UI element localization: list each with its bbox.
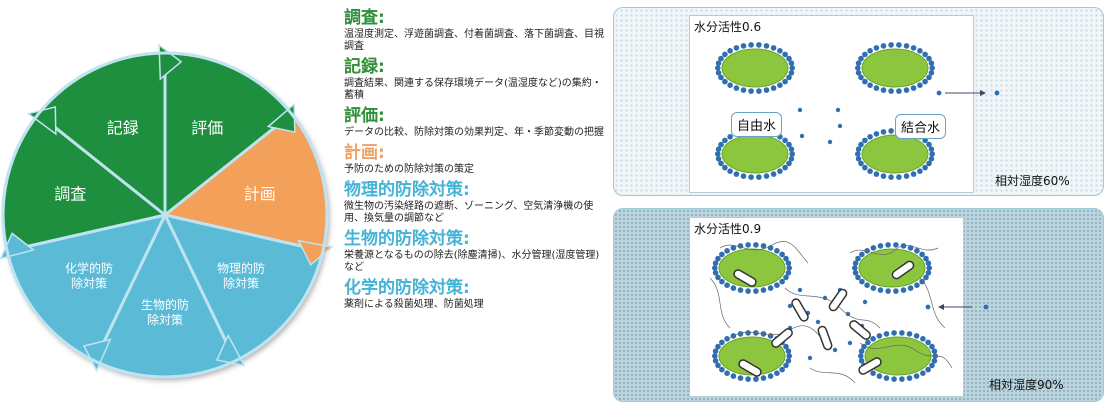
legend-entry-physical: 物理的防除対策: 微生物の汚染経路の遮断、ゾーニング、空気清浄機の使用、換気量の… bbox=[344, 180, 606, 225]
free-water-dot bbox=[799, 133, 805, 139]
water-dot bbox=[815, 319, 821, 325]
mold-hypha bbox=[719, 241, 809, 264]
mold-hypha bbox=[784, 287, 881, 329]
rod-bacterium bbox=[817, 325, 833, 351]
legend-title-record: 記録: bbox=[344, 57, 385, 77]
legend-desc-evaluation: データの比較、防除対策の効果判定、年・季節変動の把握 bbox=[344, 127, 604, 138]
legend-title-chemical: 化学的防除対策: bbox=[344, 278, 470, 298]
legend-desc-survey: 温湿度測定、浮遊菌調査、付着菌調査、落下菌調査、目視調査 bbox=[344, 29, 604, 52]
legend-title-biological: 生物的防除対策: bbox=[344, 229, 470, 249]
legend-entry-record: 記録: 調査結果、関連する保存環境データ(温湿度など)の集約・蓄積 bbox=[344, 57, 606, 102]
legend: 調査: 温湿度測定、浮遊菌調査、付着菌調査、落下菌調査、目視調査 記録: 調査結… bbox=[344, 8, 606, 315]
legend-entry-plan: 計画: 予防のための防除対策の策定 bbox=[344, 143, 606, 176]
vapor-arrow-out bbox=[936, 90, 1000, 96]
legend-desc-record: 調査結果、関連する保存環境データ(温湿度など)の集約・蓄積 bbox=[344, 78, 602, 101]
mold-hypha bbox=[809, 367, 856, 384]
legend-entry-survey: 調査: 温湿度測定、浮遊菌調査、付着菌調査、落下菌調査、目視調査 bbox=[344, 8, 606, 53]
water-activity-label-high: 水分活性0.9 bbox=[694, 222, 762, 236]
water-dot bbox=[832, 347, 838, 353]
legend-entry-chemical: 化学的防除対策: 薬剤による殺菌処理、防菌処理 bbox=[344, 278, 606, 311]
legend-desc-physical: 微生物の汚染経路の遮断、ゾーニング、空気清浄機の使用、換気量の調節など bbox=[344, 201, 594, 224]
mold-hypha bbox=[849, 244, 939, 255]
legend-title-plan: 計画: bbox=[344, 143, 385, 163]
wheel-label-survey: 調査 bbox=[54, 184, 86, 203]
rod-bacterium bbox=[828, 288, 848, 312]
mold-hypha bbox=[919, 277, 946, 329]
free-water-dot bbox=[797, 107, 803, 113]
sample-box-high: 水分活性0.9 bbox=[689, 217, 964, 397]
legend-desc-plan: 予防のための防除対策の策定 bbox=[344, 164, 474, 175]
free-water-dot bbox=[837, 123, 843, 129]
water-activity-label-low: 水分活性0.6 bbox=[694, 20, 762, 34]
rod-bacterium bbox=[891, 260, 915, 280]
free-water-dot bbox=[827, 139, 833, 145]
mold-hypha bbox=[859, 342, 953, 369]
water-dot bbox=[797, 287, 803, 293]
rod-bacterium bbox=[771, 328, 793, 348]
vapor-arrow-in bbox=[925, 304, 989, 310]
bacterium-low-4 bbox=[855, 128, 935, 180]
rod-bacterium bbox=[849, 320, 871, 340]
bacterium-low-1 bbox=[715, 42, 795, 94]
legend-title-physical: 物理的防除対策: bbox=[344, 180, 470, 200]
bacterium-high-2 bbox=[852, 242, 932, 294]
relative-humidity-label-high: 相対湿度90% bbox=[989, 378, 1064, 392]
bound-water-callout: 結合水 bbox=[895, 114, 947, 139]
water-dot bbox=[845, 311, 851, 317]
legend-desc-chemical: 薬剤による殺菌処理、防菌処理 bbox=[344, 299, 484, 310]
bacterium-high-4 bbox=[858, 330, 938, 382]
wheel-label-physical: 物理的防除対策 bbox=[217, 261, 265, 291]
relative-humidity-label-low: 相対湿度60% bbox=[995, 174, 1070, 188]
wheel-label-evaluation: 評価 bbox=[191, 118, 223, 137]
free-water-callout: 自由水 bbox=[731, 112, 783, 137]
wheel-label-plan: 計画 bbox=[244, 184, 276, 203]
bacterium-low-2 bbox=[855, 42, 935, 94]
water-activity-panel-low: 水分活性0.6 自由水 結合水 相対湿度60% bbox=[613, 7, 1104, 196]
bacteria-diagram-low bbox=[715, 42, 935, 180]
rod-bacterium bbox=[733, 269, 757, 287]
legend-title-survey: 調査: bbox=[344, 8, 385, 28]
sample-box-low: 水分活性0.6 自由水 結合水 bbox=[689, 15, 974, 193]
bacteria-diagram-high bbox=[709, 241, 953, 384]
legend-desc-biological: 栄養源となるものの除去(除塵清掃)、水分管理(湿度管理)など bbox=[344, 250, 600, 273]
wheel-label-chemical: 化学的防除対策 bbox=[65, 261, 113, 291]
rod-bacterium bbox=[858, 357, 882, 375]
legend-entry-evaluation: 評価: データの比較、防除対策の効果判定、年・季節変動の把握 bbox=[344, 106, 606, 139]
water-activity-panel-high: 水分活性0.9 相対湿度90% bbox=[613, 208, 1104, 402]
legend-title-evaluation: 評価: bbox=[344, 106, 385, 126]
rod-bacterium bbox=[738, 359, 762, 377]
wheel-label-record: 記録 bbox=[107, 118, 139, 137]
water-dot bbox=[787, 303, 793, 309]
wheel-label-biological: 生物的防除対策 bbox=[141, 297, 189, 327]
water-dot bbox=[862, 299, 868, 305]
mold-hypha bbox=[709, 277, 731, 329]
rod-bacterium bbox=[791, 298, 809, 322]
free-water-dot bbox=[835, 107, 841, 113]
legend-entry-biological: 生物的防除対策: 栄養源となるものの除去(除塵清掃)、水分管理(湿度管理)など bbox=[344, 229, 606, 274]
water-dot bbox=[807, 355, 813, 361]
water-dot bbox=[847, 340, 853, 346]
